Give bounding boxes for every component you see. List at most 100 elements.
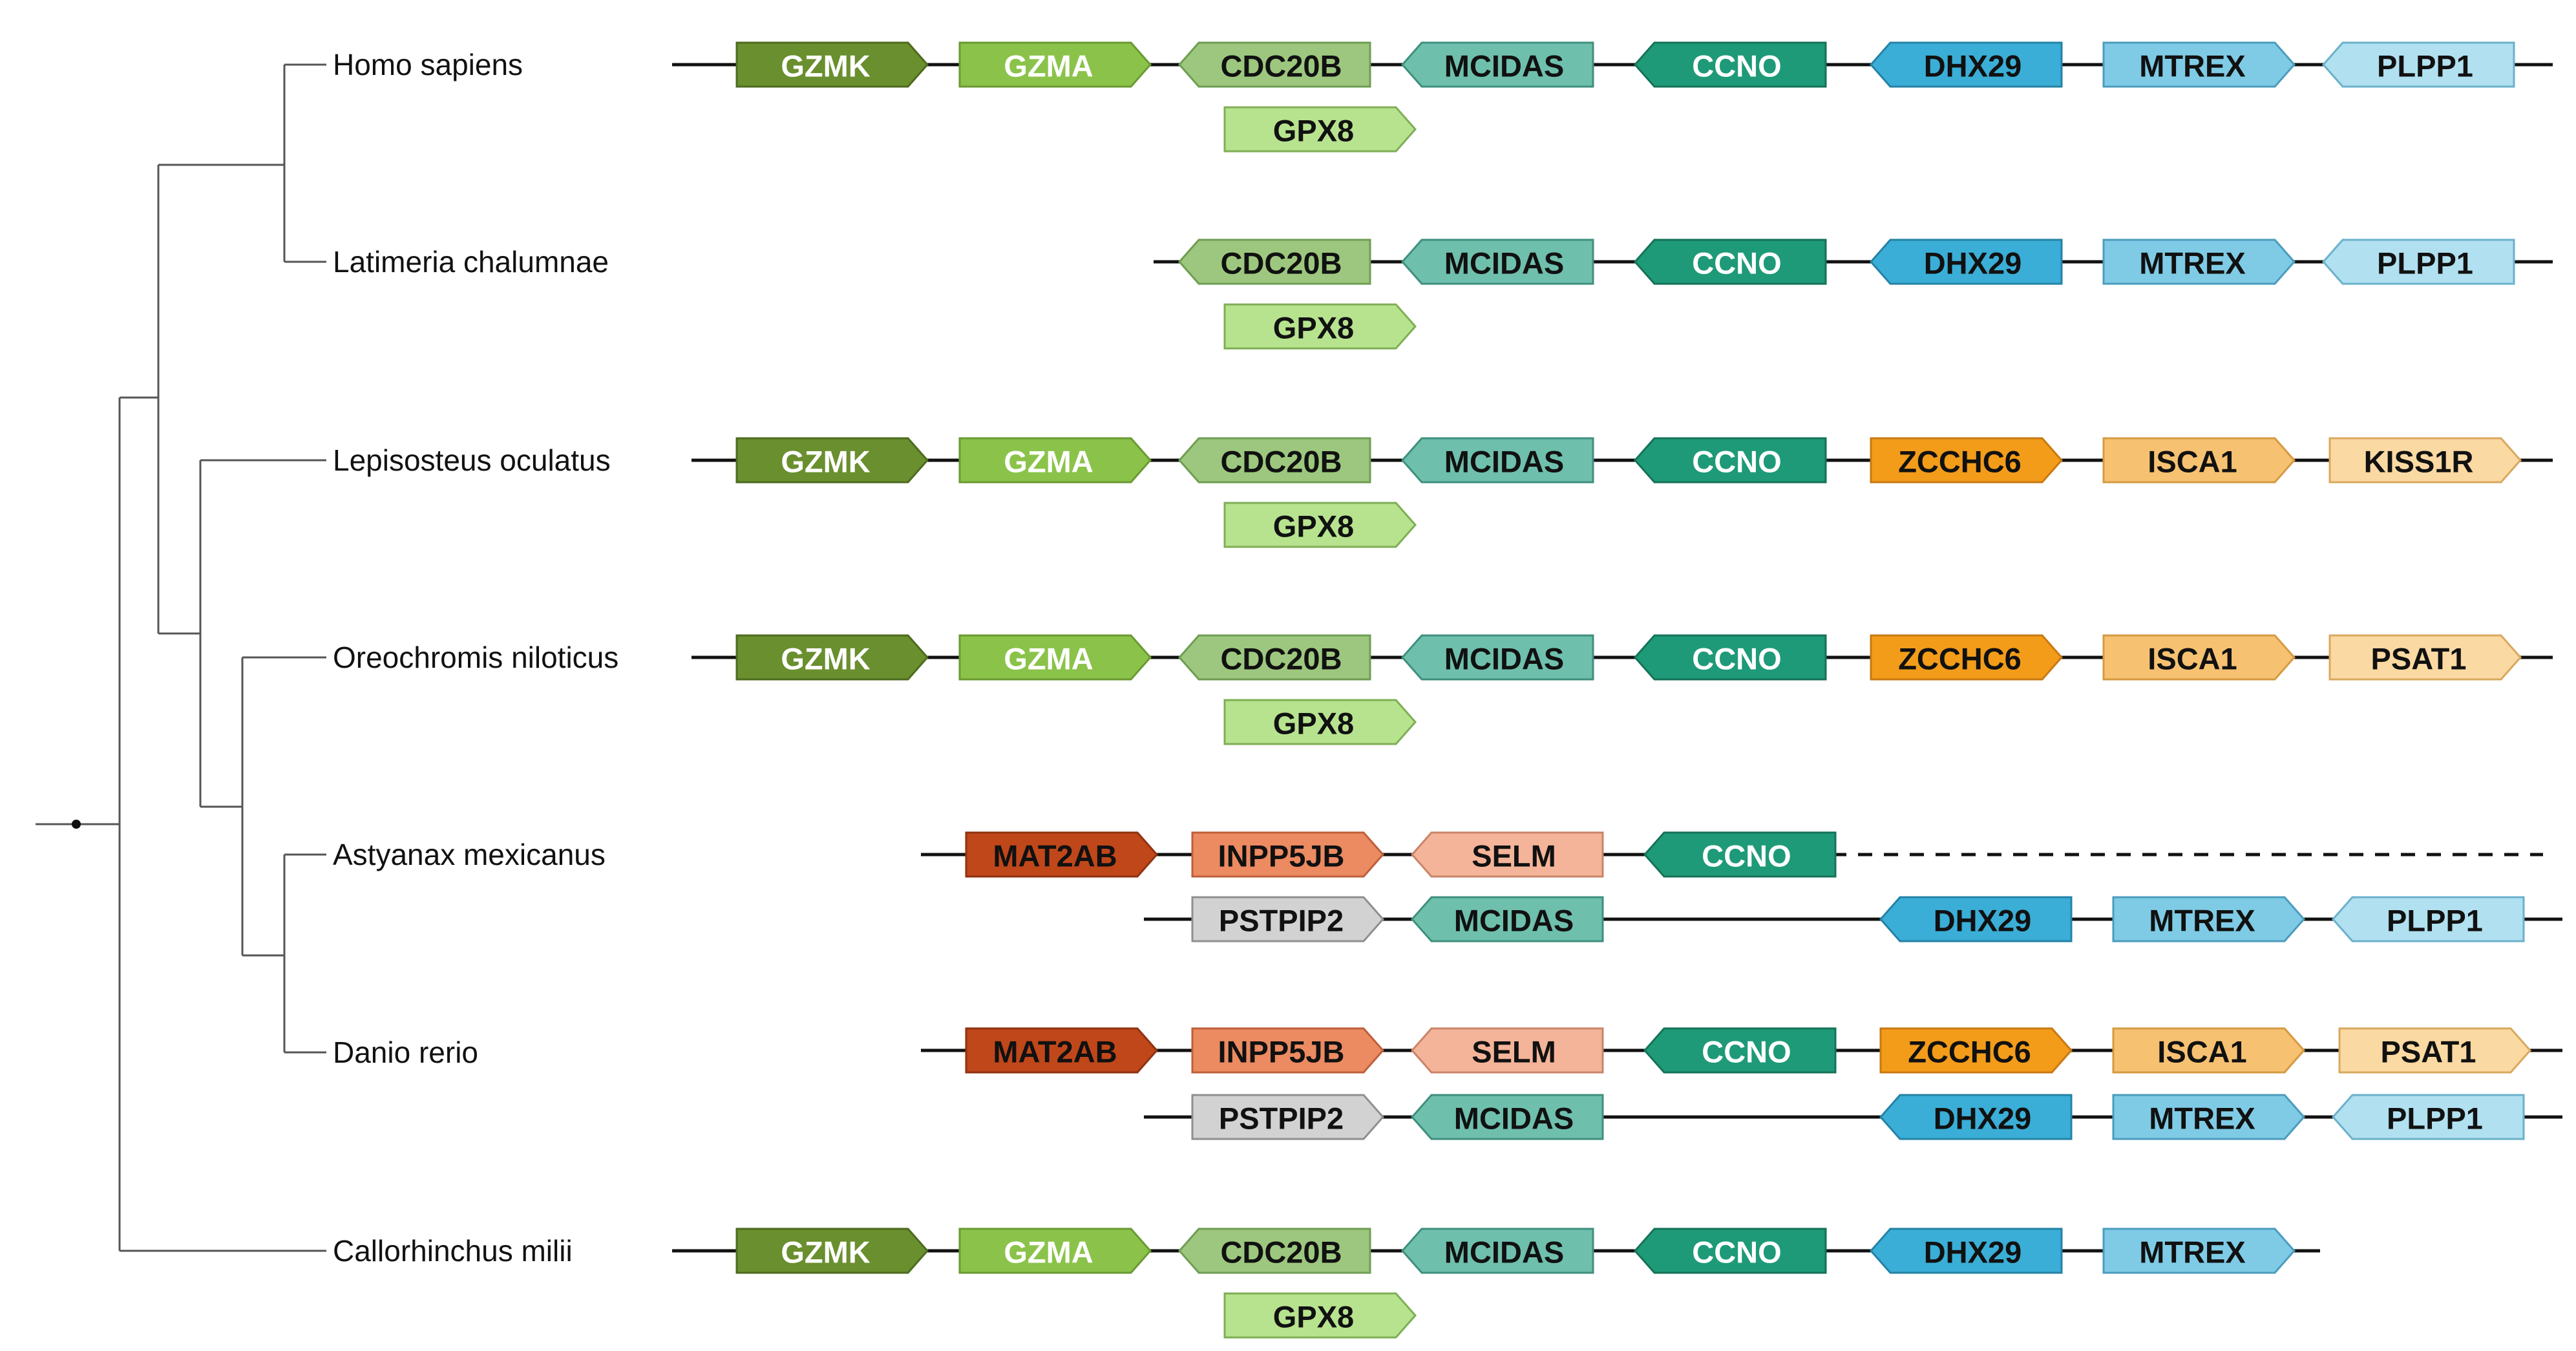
gene-plpp1: PLPP1 bbox=[2331, 1094, 2525, 1140]
gene-mcidas: MCIDAS bbox=[1400, 634, 1594, 681]
gene-arrow-right bbox=[1223, 303, 1417, 350]
gene-label: PLPP1 bbox=[2377, 246, 2473, 281]
gene-arrow-right bbox=[1223, 1292, 1417, 1339]
gene-inpp5jb: INPP5JB bbox=[1191, 831, 1385, 878]
locus-row-homo-sapiens-1: GPX8 bbox=[1223, 106, 1417, 153]
gene-ccno: CCNO bbox=[1633, 437, 1827, 484]
species-label-homo-sapiens: Homo sapiens bbox=[333, 48, 523, 81]
gene-mat2ab: MAT2AB bbox=[965, 1027, 1159, 1074]
gene-arrow-right bbox=[965, 831, 1159, 878]
gene-arrow-left bbox=[2331, 1094, 2525, 1140]
gene-arrow-left bbox=[1177, 634, 1371, 681]
gene-arrow-right bbox=[735, 634, 929, 681]
gene-plpp1: PLPP1 bbox=[2321, 41, 2515, 88]
gene-label: CCNO bbox=[1702, 839, 1791, 873]
gene-label: CCNO bbox=[1702, 1035, 1791, 1069]
phylogenetic-tree bbox=[36, 63, 326, 1252]
gene-arrow-right bbox=[958, 437, 1152, 484]
gene-zcchc6: ZCCHC6 bbox=[1870, 437, 2064, 484]
gene-label: GPX8 bbox=[1273, 311, 1354, 345]
gene-label: PSAT1 bbox=[2371, 642, 2467, 676]
gene-arrow-left bbox=[1177, 239, 1371, 285]
gene-label: CCNO bbox=[1692, 246, 1781, 281]
gene-arrow-left bbox=[1633, 41, 1827, 88]
gene-label: MCIDAS bbox=[1454, 1101, 1574, 1136]
gene-label: MCIDAS bbox=[1454, 904, 1574, 938]
gene-label: PLPP1 bbox=[2387, 904, 2483, 938]
locus-row-oreochromis-niloticus-1: GPX8 bbox=[1223, 699, 1417, 745]
gene-arrow-right bbox=[2102, 41, 2296, 88]
gene-isca1: ISCA1 bbox=[2102, 437, 2296, 484]
gene-gzmk: GZMK bbox=[735, 437, 929, 484]
gene-arrow-right bbox=[735, 41, 929, 88]
gene-arrow-left bbox=[1410, 1027, 1604, 1074]
gene-arrow-left bbox=[1879, 1094, 2073, 1140]
gene-arrow-right bbox=[2338, 1027, 2532, 1074]
locus-row-callorhinchus-milii-0: GZMK GZMA CDC20B MCIDAS CCNO DHX29 MTREX bbox=[672, 1228, 2320, 1274]
gene-mat2ab: MAT2AB bbox=[965, 831, 1159, 878]
gene-label: GZMA bbox=[1004, 642, 1093, 676]
gene-gzmk: GZMK bbox=[735, 41, 929, 88]
gene-mtrex: MTREX bbox=[2102, 239, 2296, 285]
gene-label: PLPP1 bbox=[2377, 49, 2473, 83]
tree-root-node bbox=[72, 820, 81, 829]
gene-label: MCIDAS bbox=[1444, 1235, 1564, 1270]
gene-arrow-right bbox=[735, 437, 929, 484]
gene-arrow-left bbox=[1633, 437, 1827, 484]
gene-label: INPP5JB bbox=[1218, 839, 1345, 873]
gene-psat1: PSAT1 bbox=[2328, 634, 2522, 681]
gene-arrow-right bbox=[2102, 634, 2296, 681]
gene-arrow-right bbox=[1870, 634, 2064, 681]
gene-label: GZMK bbox=[781, 445, 870, 479]
gene-label: ZCCHC6 bbox=[1908, 1035, 2031, 1069]
gene-cdc20b: CDC20B bbox=[1177, 437, 1371, 484]
gene-plpp1: PLPP1 bbox=[2321, 239, 2515, 285]
gene-label: MCIDAS bbox=[1444, 49, 1564, 83]
gene-label: PSAT1 bbox=[2381, 1035, 2476, 1069]
gene-arrow-right bbox=[2328, 634, 2522, 681]
locus-row-astyanax-mexicanus-0: MAT2AB INPP5JB SELM CCNO bbox=[921, 831, 2543, 878]
gene-arrow-right bbox=[1191, 831, 1385, 878]
species-label-callorhinchus-milii: Callorhinchus milii bbox=[333, 1234, 573, 1268]
gene-label: GPX8 bbox=[1273, 1300, 1354, 1334]
gene-arrow-right bbox=[2112, 1094, 2306, 1140]
gene-arrow-left bbox=[1400, 634, 1594, 681]
gene-label: MTREX bbox=[2149, 904, 2255, 938]
gene-arrow-left bbox=[1177, 41, 1371, 88]
gene-arrow-left bbox=[1410, 1094, 1604, 1140]
species-label-oreochromis-niloticus: Oreochromis niloticus bbox=[333, 641, 618, 674]
gene-label: INPP5JB bbox=[1218, 1035, 1345, 1069]
gene-label: DHX29 bbox=[1924, 1235, 2022, 1270]
gene-label: CCNO bbox=[1692, 642, 1781, 676]
gene-label: SELM bbox=[1472, 839, 1556, 873]
gene-cdc20b: CDC20B bbox=[1177, 41, 1371, 88]
gene-ccno: CCNO bbox=[1633, 1228, 1827, 1274]
gene-arrow-left bbox=[2321, 41, 2515, 88]
gene-ccno: CCNO bbox=[1633, 41, 1827, 88]
gene-pstpip2: PSTPIP2 bbox=[1191, 1094, 1385, 1140]
species-label-astyanax-mexicanus: Astyanax mexicanus bbox=[333, 838, 606, 871]
gene-label: GZMA bbox=[1004, 1235, 1093, 1270]
gene-inpp5jb: INPP5JB bbox=[1191, 1027, 1385, 1074]
gene-arrow-right bbox=[2112, 1027, 2306, 1074]
gene-label: DHX29 bbox=[1934, 904, 2032, 938]
gene-psat1: PSAT1 bbox=[2338, 1027, 2532, 1074]
gene-label: CDC20B bbox=[1220, 445, 1342, 479]
gene-mtrex: MTREX bbox=[2102, 41, 2296, 88]
gene-gzmk: GZMK bbox=[735, 1228, 929, 1274]
gene-plpp1: PLPP1 bbox=[2331, 896, 2525, 942]
gene-gpx8: GPX8 bbox=[1223, 303, 1417, 350]
gene-gpx8: GPX8 bbox=[1223, 106, 1417, 153]
gene-arrow-right bbox=[958, 41, 1152, 88]
gene-label: GZMA bbox=[1004, 445, 1093, 479]
gene-arrow-right bbox=[965, 1027, 1159, 1074]
gene-mtrex: MTREX bbox=[2102, 1228, 2296, 1274]
gene-label: CDC20B bbox=[1220, 1235, 1342, 1270]
gene-ccno: CCNO bbox=[1643, 1027, 1837, 1074]
gene-arrow-right bbox=[1879, 1027, 2073, 1074]
gene-label: GZMK bbox=[781, 642, 870, 676]
